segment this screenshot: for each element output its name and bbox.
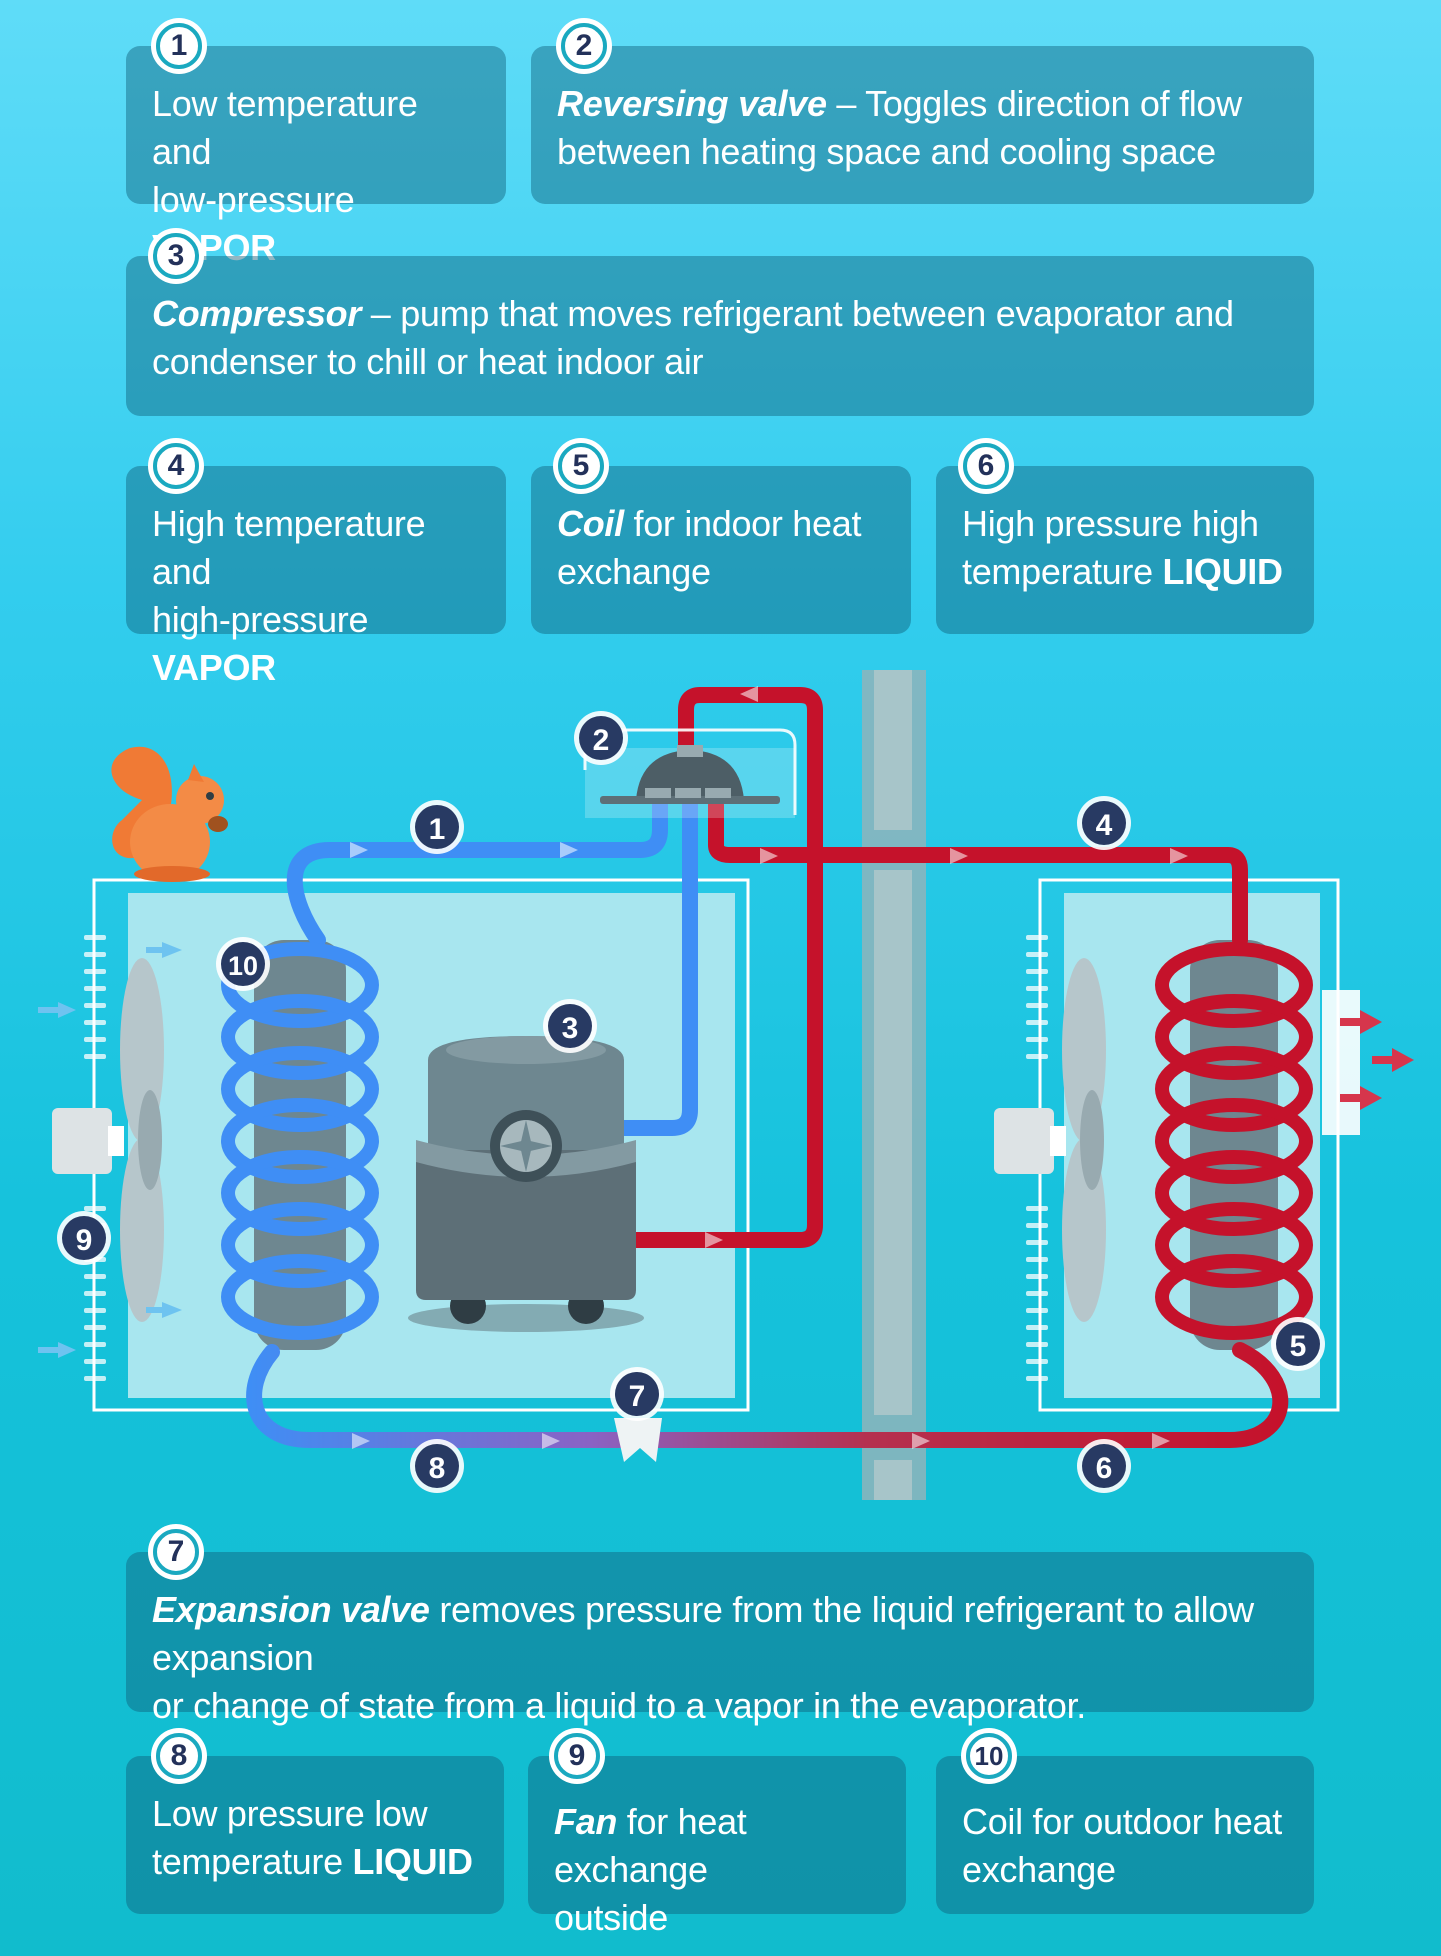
outdoor-coil-core bbox=[254, 940, 346, 1350]
expansion-valve bbox=[614, 1418, 662, 1462]
card-9-line1: for heat exchange bbox=[554, 1801, 747, 1890]
card-2-title: Reversing valve bbox=[557, 83, 827, 124]
card-7-title: Expansion valve bbox=[152, 1589, 430, 1630]
card-8-keyword: LIQUID bbox=[352, 1841, 474, 1882]
marker-1: 1 bbox=[410, 800, 464, 854]
card-6-line2: temperature bbox=[962, 551, 1163, 592]
svg-text:5: 5 bbox=[1290, 1330, 1307, 1363]
card-9-title: Fan bbox=[554, 1801, 618, 1842]
flow-arrows bbox=[350, 686, 1188, 1449]
svg-text:1: 1 bbox=[429, 813, 446, 846]
card-8-low-pressure-liquid: Low pressure low temperature LIQUID bbox=[126, 1756, 504, 1914]
card-2-number-badge: 2 bbox=[556, 18, 612, 74]
card-3-line1: – pump that moves refrigerant between ev… bbox=[361, 293, 1234, 334]
svg-text:8: 8 bbox=[429, 1452, 446, 1485]
card-4-line1: High temperature and bbox=[152, 503, 426, 592]
indoor-heat-arrows bbox=[1340, 1010, 1414, 1110]
marker-7: 7 bbox=[610, 1367, 664, 1421]
card-7-number-badge: 7 bbox=[148, 1524, 204, 1580]
card-4-keyword: VAPOR bbox=[152, 647, 276, 688]
marker-2: 2 bbox=[574, 711, 628, 765]
card-9-line2: outside bbox=[554, 1897, 668, 1938]
card-4-line2: high-pressure bbox=[152, 599, 369, 640]
marker-9: 9 bbox=[57, 1211, 111, 1265]
card-7-expansion-valve: Expansion valve removes pressure from th… bbox=[126, 1552, 1314, 1726]
indoor-coil bbox=[1155, 942, 1313, 1340]
card-5-line2: exchange bbox=[557, 551, 711, 592]
card-5-title: Coil bbox=[557, 503, 624, 544]
card-8-line2: temperature bbox=[152, 1841, 353, 1882]
svg-text:10: 10 bbox=[228, 951, 258, 981]
indoor-coil-core bbox=[1190, 940, 1278, 1350]
indoor-fan bbox=[994, 958, 1106, 1322]
svg-text:7: 7 bbox=[629, 1380, 646, 1413]
card-1-line2: low-pressure bbox=[152, 179, 355, 220]
heat-pump-diagram: 1 2 3 4 5 6 7 8 9 10 bbox=[38, 670, 1414, 1500]
card-6-number-badge: 6 bbox=[958, 438, 1014, 494]
card-10-outdoor-coil: Coil for outdoor heat exchange bbox=[936, 1756, 1314, 1914]
card-10-number-badge: 10 bbox=[961, 1728, 1017, 1784]
marker-8: 8 bbox=[410, 1439, 464, 1493]
card-8-number-badge: 8 bbox=[151, 1728, 207, 1784]
card-6-high-pressure-liquid: High pressure high temperature LIQUID bbox=[936, 466, 1314, 634]
card-8-line1: Low pressure low bbox=[152, 1793, 428, 1834]
card-5-number-badge: 5 bbox=[553, 438, 609, 494]
card-5-line1: for indoor heat bbox=[623, 503, 862, 544]
card-4-high-pressure-vapor: High temperature and high-pressure VAPOR bbox=[126, 466, 506, 688]
reversing-valve bbox=[583, 728, 797, 818]
card-3-number-badge: 3 bbox=[148, 228, 204, 284]
squirrel-illustration bbox=[111, 746, 228, 882]
card-9-outdoor-fan: Fan for heat exchange outside bbox=[528, 1756, 906, 1938]
indoor-grille bbox=[1026, 935, 1048, 1381]
outdoor-fan bbox=[52, 958, 164, 1322]
card-7-line2: or change of state from a liquid to a va… bbox=[152, 1685, 1086, 1726]
card-3-compressor: Compressor – pump that moves refrigerant… bbox=[126, 256, 1314, 416]
svg-text:6: 6 bbox=[1096, 1452, 1113, 1485]
marker-6: 6 bbox=[1077, 1439, 1131, 1493]
card-7-line1: removes pressure from the liquid refrige… bbox=[152, 1589, 1254, 1678]
outdoor-airflow-arrows bbox=[38, 942, 182, 1358]
marker-4: 4 bbox=[1077, 796, 1131, 850]
marker-10: 10 bbox=[216, 937, 270, 991]
card-10-line1: Coil for outdoor heat bbox=[962, 1801, 1282, 1842]
card-2-reversing-valve: Reversing valve – Toggles direction of f… bbox=[531, 46, 1314, 204]
card-3-line2: condenser to chill or heat indoor air bbox=[152, 341, 704, 382]
card-1-number-badge: 1 bbox=[151, 18, 207, 74]
svg-text:4: 4 bbox=[1096, 809, 1113, 842]
liquid-line-pipe bbox=[246, 1342, 1289, 1448]
card-10-line2: exchange bbox=[962, 1849, 1116, 1890]
card-6-keyword: LIQUID bbox=[1162, 551, 1284, 592]
wall bbox=[862, 670, 926, 1500]
svg-text:2: 2 bbox=[593, 724, 610, 757]
marker-3: 3 bbox=[543, 999, 597, 1053]
svg-text:3: 3 bbox=[562, 1012, 579, 1045]
card-2-line1: – Toggles direction of flow bbox=[826, 83, 1242, 124]
card-2-line2: between heating space and cooling space bbox=[557, 131, 1216, 172]
svg-text:9: 9 bbox=[76, 1224, 93, 1257]
card-1-line1: Low temperature and bbox=[152, 83, 418, 172]
card-3-title: Compressor bbox=[152, 293, 362, 334]
card-6-line1: High pressure high bbox=[962, 503, 1259, 544]
high-pressure-vapor-pipes bbox=[612, 687, 1248, 1248]
card-5-indoor-coil: Coil for indoor heat exchange bbox=[531, 466, 911, 634]
card-9-number-badge: 9 bbox=[549, 1728, 605, 1784]
marker-5: 5 bbox=[1271, 1317, 1325, 1371]
low-pressure-vapor-pipes bbox=[286, 797, 698, 1136]
compressor bbox=[408, 1036, 644, 1332]
card-4-number-badge: 4 bbox=[148, 438, 204, 494]
